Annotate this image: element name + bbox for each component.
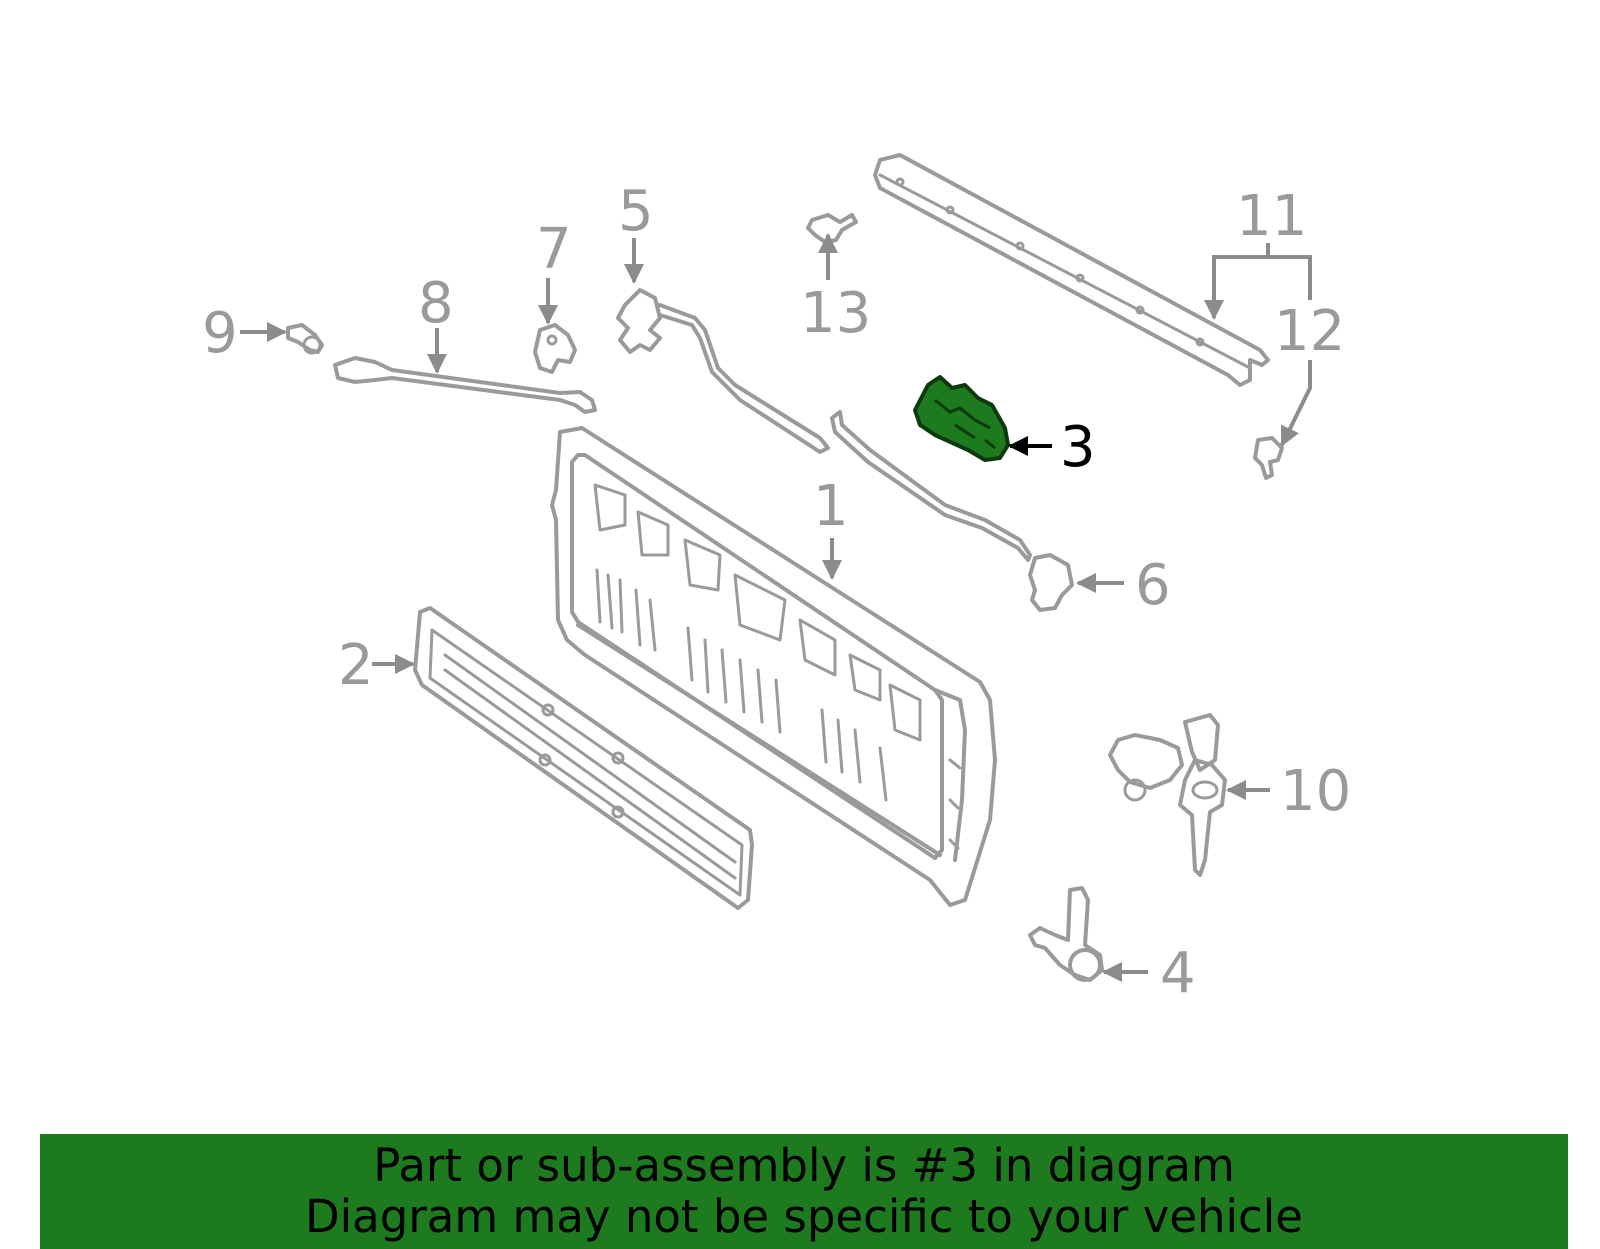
- part-5-latch-rod: [616, 288, 830, 454]
- part-12-clip: [1253, 436, 1284, 480]
- callout-10: 10: [1280, 759, 1351, 824]
- part-2-trim-panel: [413, 606, 754, 910]
- callout-4: 4: [1160, 941, 1196, 1006]
- part-11-top-rail: [873, 153, 1270, 387]
- callout-1: 1: [813, 474, 849, 539]
- callout-13: 13: [800, 281, 871, 346]
- callout-9: 9: [202, 301, 238, 366]
- callout-3: 3: [1060, 415, 1096, 480]
- part-1-tailgate: [550, 426, 997, 907]
- callout-12: 12: [1274, 299, 1345, 364]
- part-10-lock-key: [1108, 713, 1227, 877]
- part-3-highlighted: [913, 375, 1010, 462]
- banner-line-1: Part or sub-assembly is #3 in diagram: [373, 1139, 1235, 1192]
- part-9-bolt: [286, 323, 324, 355]
- part-4-handle: [1028, 886, 1104, 982]
- part-7-striker: [533, 323, 577, 374]
- leader-11: [1204, 243, 1312, 320]
- part-13-pin: [806, 213, 858, 244]
- notice-banner: Part or sub-assembly is #3 in diagram Di…: [40, 1134, 1568, 1249]
- callout-11: 11: [1236, 184, 1307, 249]
- banner-line-2: Diagram may not be specific to your vehi…: [305, 1190, 1303, 1243]
- callout-5: 5: [618, 179, 654, 244]
- callout-6: 6: [1135, 553, 1171, 618]
- callout-2: 2: [338, 633, 374, 698]
- callout-8: 8: [418, 271, 454, 336]
- leader-12: [1280, 360, 1312, 447]
- part-8-cable: [333, 356, 597, 414]
- callout-7: 7: [536, 217, 572, 282]
- part-6-rod-latch: [830, 410, 1074, 612]
